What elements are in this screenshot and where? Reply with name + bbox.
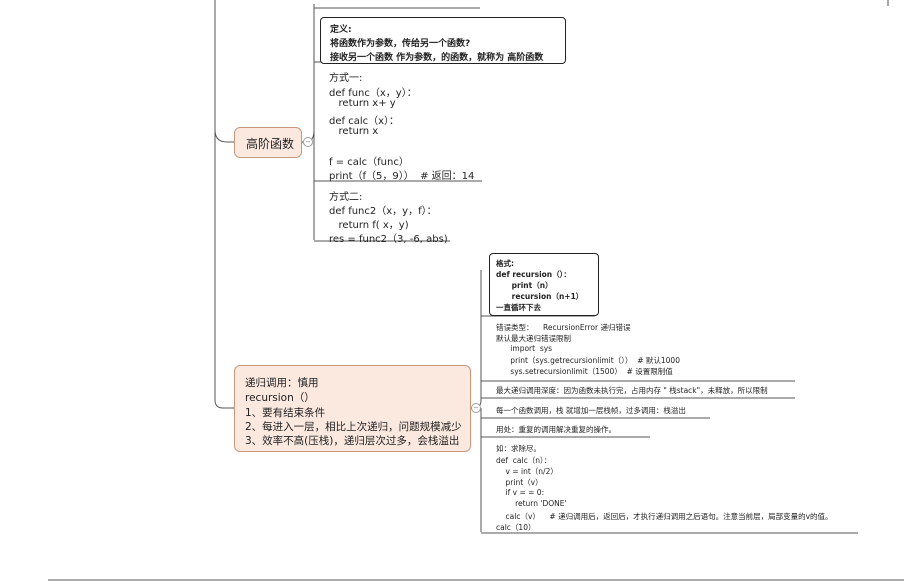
definition-line: 接收另一个函数 作为参数，的函数，就称为 高阶函数 [330, 53, 544, 63]
error-line: 错误类型： RecursionError 递归错误 [496, 323, 631, 332]
code-line: 如：求除尽。 [496, 444, 541, 453]
error-line: import sys [496, 344, 553, 353]
format-box[interactable]: 格式: def recursion（）： print（n） recursion（… [489, 253, 599, 316]
stack-note: 每一个函数调用，栈 就增加一层栈帧，过多调用：栈溢出 [496, 406, 686, 415]
higher-order-topic-label: 高阶函数 [246, 137, 295, 151]
definition-box[interactable]: 定义: 将函数作为参数，传给另一个函数? 接收另一个函数 作为参数，的函数，就称… [320, 17, 566, 64]
recursion-topic-line: recursion（） [245, 392, 315, 404]
recursion-topic[interactable]: 递归调用：慎用 recursion（） 1、要有结束条件 2、每进入一层，相比上… [234, 365, 471, 452]
code-line: print（v） [496, 478, 543, 487]
code-line: f = calc（func） [329, 157, 409, 168]
code-line: v = int（n/2） [496, 467, 558, 476]
usage-note: 用处：重复的调用解决重复的操作。 [496, 425, 616, 434]
collapse-toggle-icon[interactable]: − [471, 403, 481, 413]
recursion-topic-line: 2、每进入一层，相比上次递归，问题规模减少 [245, 421, 462, 433]
definition-line: 定义: [330, 25, 352, 35]
definition-line: 将函数作为参数，传给另一个函数? [330, 39, 471, 49]
format-line: def recursion（）： [496, 270, 571, 279]
code-line: return x+ y [329, 98, 396, 109]
code-line: def func（x，y）： [329, 88, 417, 99]
code-line: 方式二: [329, 192, 363, 203]
code-line: def calc（n）： [496, 456, 552, 465]
code-line: calc（v） # 递归调用后，返回后，才执行递归调用之后语句。注意当前层，局部… [496, 512, 833, 521]
code-line: 方式一: [329, 73, 363, 84]
collapse-toggle-icon[interactable]: − [303, 137, 313, 147]
error-line: sys.setrecursionlimit（1500） # 设置限制值 [496, 367, 673, 376]
format-line: 格式: [496, 259, 514, 268]
error-line: print（sys.getrecursionlimit（）） # 默认1000 [496, 356, 680, 365]
code-line: if v = = 0: [496, 488, 545, 497]
error-line: 默认最大递归错误限制 [496, 334, 571, 343]
code-line: calc（10） [496, 523, 536, 532]
code-line: def func2（x，y，f）： [329, 206, 437, 217]
recursion-topic-line: 3、效率不高(压栈)，递归层次过多，会栈溢出 [245, 435, 460, 447]
max-depth-note: 最大递归调用深度：因为函数未执行完，占用内存 " 栈stack"，未释放，所以限… [496, 386, 768, 395]
format-line: recursion（n+1） [496, 292, 584, 301]
code-line: return 'DONE' [496, 499, 567, 508]
recursion-topic-line: 递归调用：慎用 [245, 377, 319, 389]
code-line: print（f（5，9）） # 返回：14 [329, 171, 475, 182]
format-line: 一直循环下去 [496, 303, 541, 312]
format-line: print（n） [496, 281, 553, 290]
higher-order-topic[interactable]: 高阶函数 [234, 127, 302, 158]
code-line: return f( x，y) [329, 220, 409, 231]
code-line: res = func2（3, -6, abs) [329, 234, 448, 245]
code-line: return x [329, 126, 379, 137]
code-line: def calc（x）： [329, 116, 400, 127]
recursion-topic-line: 1、要有结束条件 [245, 407, 326, 419]
